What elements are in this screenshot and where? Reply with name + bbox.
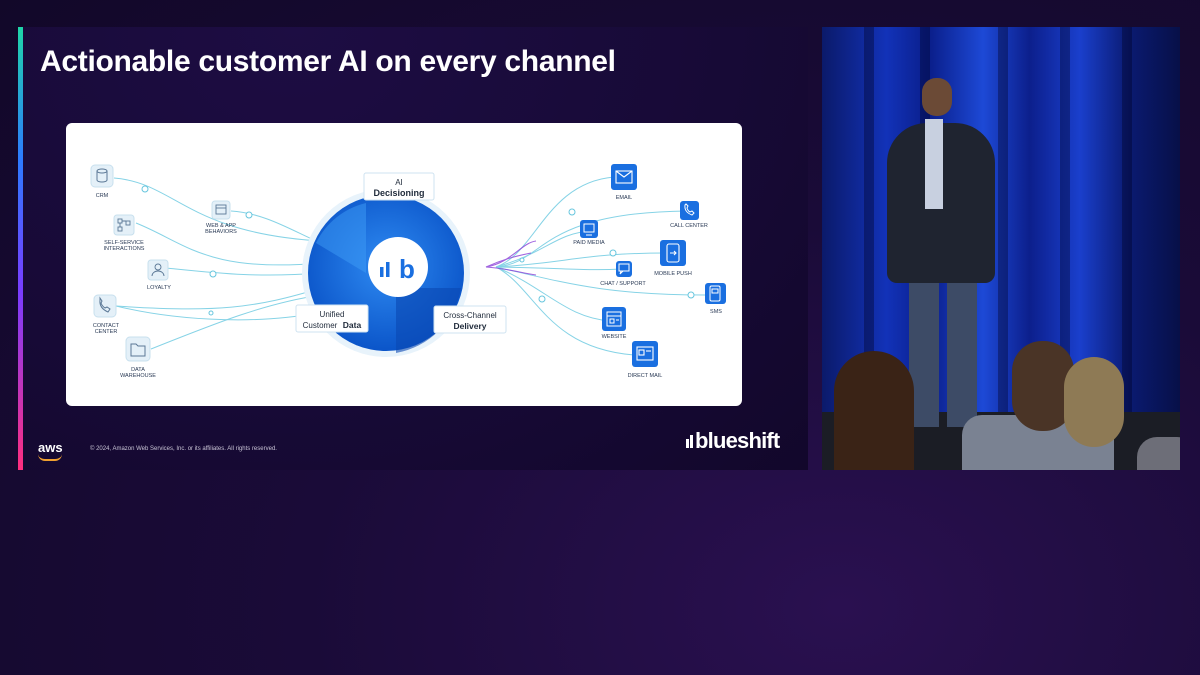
- source-web-app-behaviors: WEB & APP BEHAVIORS: [205, 200, 237, 235]
- aws-smile-icon: [38, 454, 62, 461]
- copyright-notice: © 2024, Amazon Web Services, Inc. or its…: [90, 446, 277, 452]
- channel-website: WEBSITE: [602, 307, 627, 340]
- curtain-fold: [998, 27, 1008, 417]
- svg-text:CRM: CRM: [96, 193, 109, 199]
- speaker-camera-feed: [822, 27, 1180, 470]
- svg-text:SMS: SMS: [710, 309, 722, 315]
- source-loyalty: LOYALTY: [147, 259, 171, 291]
- svg-text:PAID MEDIA: PAID MEDIA: [573, 240, 605, 246]
- channel-call-center: CALL CENTER: [670, 201, 708, 229]
- user-icon: [151, 263, 165, 277]
- cross-channel-delivery-label: Cross-Channel Delivery: [433, 305, 507, 334]
- curtain-fold: [864, 27, 874, 417]
- svg-text:DIRECT MAIL: DIRECT MAIL: [628, 373, 663, 379]
- speaker-figure: [947, 277, 977, 427]
- svg-text:MOBILE PUSH: MOBILE PUSH: [654, 271, 692, 277]
- svg-text:Unified: Unified: [320, 310, 345, 319]
- svg-text:DATA: DATA: [131, 367, 145, 373]
- channel-connector-dots: [519, 208, 695, 303]
- svg-text:Customer: Customer: [303, 321, 338, 330]
- curtain-fold: [1122, 27, 1132, 417]
- curtain-fold: [1060, 27, 1070, 417]
- source-connectors: [113, 177, 322, 350]
- website-icon: [606, 311, 622, 327]
- speaker-head: [922, 78, 952, 116]
- blueshift-bars-icon: [686, 428, 694, 454]
- unified-customer-data-label: Unified Customer Data: [295, 304, 369, 333]
- channel-chat-support: CHAT / SUPPORT: [600, 261, 646, 287]
- channel-email: EMAIL: [611, 164, 637, 201]
- audience-member: [1064, 357, 1124, 447]
- chat-icon: [618, 263, 630, 275]
- blueshift-logo: blueshift: [686, 428, 780, 454]
- source-contact-center: CONTACT CENTER: [93, 294, 120, 335]
- svg-text:LOYALTY: LOYALTY: [147, 285, 171, 291]
- svg-text:Decisioning: Decisioning: [373, 188, 424, 198]
- svg-text:CALL CENTER: CALL CENTER: [670, 223, 708, 229]
- browser-icon: [215, 204, 227, 215]
- svg-text:SELF-SERVICE: SELF-SERVICE: [104, 240, 144, 246]
- svg-text:CHAT / SUPPORT: CHAT / SUPPORT: [600, 281, 646, 287]
- ai-decisioning-label: AI Decisioning: [363, 172, 435, 201]
- svg-text:WAREHOUSE: WAREHOUSE: [120, 373, 156, 379]
- source-crm: CRM: [90, 164, 114, 199]
- source-connector-dots: [141, 185, 253, 316]
- svg-text:EMAIL: EMAIL: [616, 195, 633, 201]
- channel-sms: SMS: [705, 283, 726, 315]
- audience-member: [1137, 437, 1180, 470]
- audience-member: [834, 351, 914, 470]
- aws-logo: aws: [38, 440, 63, 461]
- sms-icon: [709, 285, 721, 302]
- core-logo-letter: b: [399, 254, 415, 284]
- mobile-icon: [666, 243, 680, 263]
- svg-text:AI: AI: [395, 178, 403, 187]
- channel-mobile-push: MOBILE PUSH: [654, 240, 692, 277]
- phone-icon: [684, 203, 695, 216]
- channel-connectors: [495, 176, 707, 356]
- channel-connectors-purple: [485, 240, 537, 276]
- email-icon: [615, 170, 633, 184]
- svg-text:Delivery: Delivery: [453, 321, 486, 331]
- svg-text:WEBSITE: WEBSITE: [602, 334, 627, 340]
- phone-icon: [99, 296, 111, 313]
- blueshift-core-logo: [380, 262, 390, 277]
- svg-text:Data: Data: [343, 320, 362, 330]
- diagram-card: b AI Decisioning Unified Customer Data C…: [66, 123, 742, 406]
- source-data-warehouse: DATA WAREHOUSE: [120, 336, 156, 379]
- accent-bar: [18, 27, 23, 470]
- svg-text:INTERACTIONS: INTERACTIONS: [104, 246, 145, 252]
- svg-text:WEB & APP: WEB & APP: [206, 223, 236, 229]
- source-self-service: SELF-SERVICE INTERACTIONS: [104, 214, 145, 252]
- svg-text:Cross-Channel: Cross-Channel: [443, 311, 497, 320]
- presentation-slide: Actionable customer AI on every channel: [18, 27, 808, 470]
- channel-direct-mail: DIRECT MAIL: [628, 341, 663, 379]
- slide-title: Actionable customer AI on every channel: [40, 45, 616, 78]
- channel-paid-media: PAID MEDIA: [573, 220, 605, 246]
- ad-icon: [583, 223, 595, 236]
- architecture-diagram: b AI Decisioning Unified Customer Data C…: [90, 164, 726, 379]
- speaker-figure: [925, 119, 943, 209]
- svg-text:CENTER: CENTER: [95, 329, 118, 335]
- speaker-figure: [909, 277, 939, 427]
- audience-member: [1012, 341, 1074, 431]
- mail-icon: [636, 346, 654, 361]
- database-icon: [96, 168, 108, 183]
- svg-text:BEHAVIORS: BEHAVIORS: [205, 229, 237, 235]
- svg-text:CONTACT: CONTACT: [93, 323, 120, 329]
- flowchart-icon: [117, 218, 131, 232]
- folder-icon: [130, 343, 146, 357]
